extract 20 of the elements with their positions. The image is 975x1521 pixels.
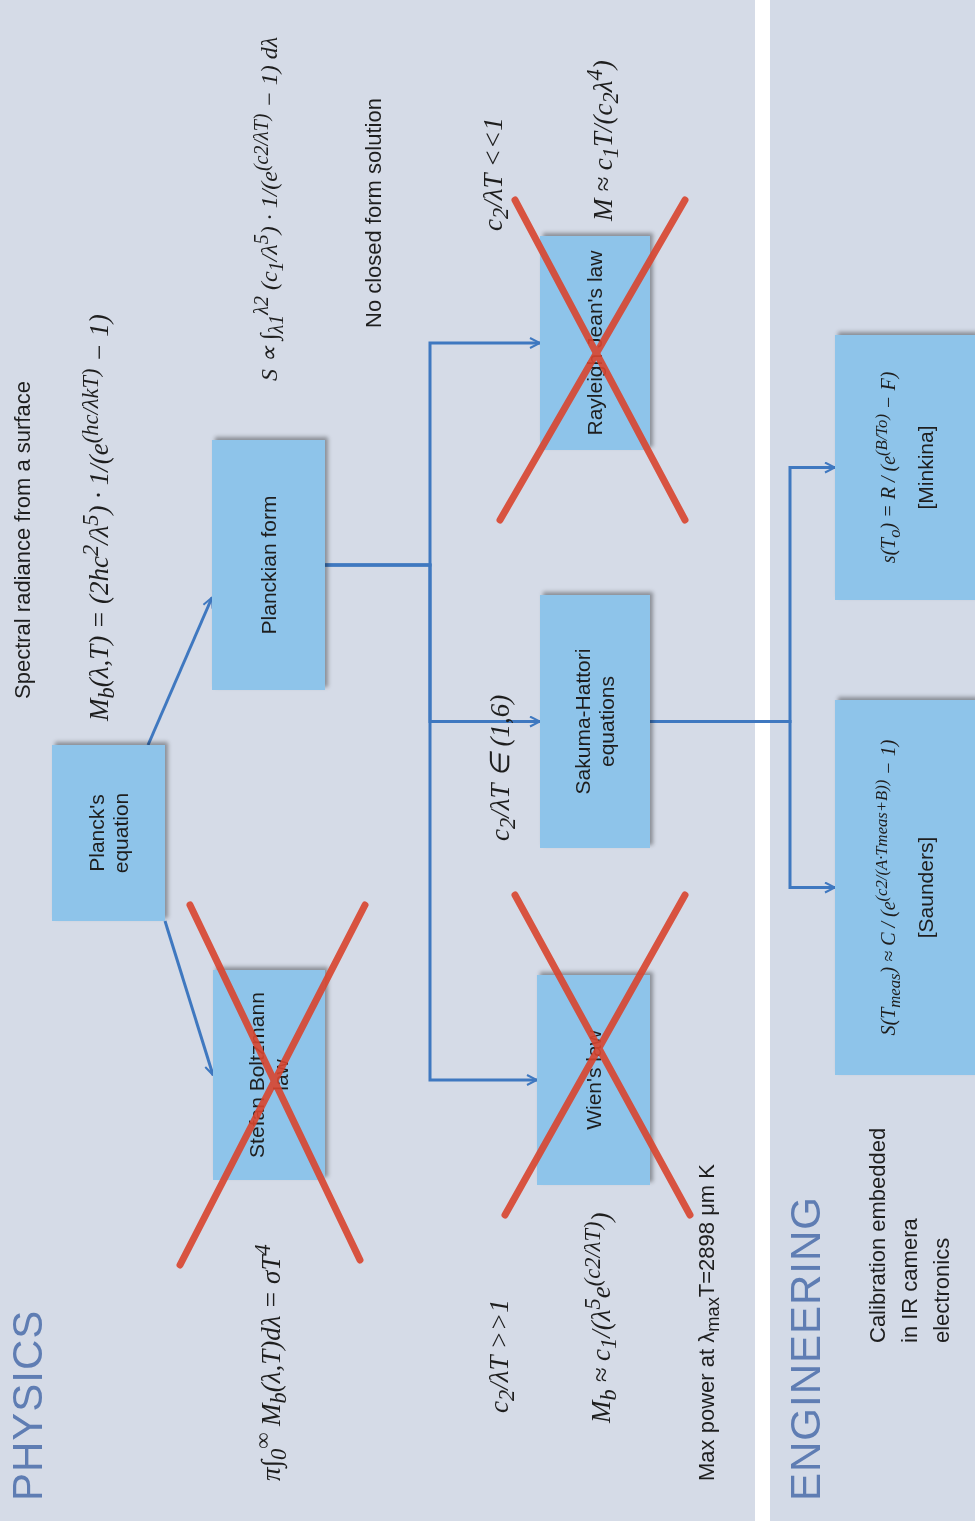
box-label: Wien's law: [581, 1030, 606, 1130]
citation: [Saunders]: [914, 836, 939, 939]
process-box: [835, 700, 975, 1075]
section-title: ENGINEERING: [782, 1195, 830, 1501]
note-text: Calibration embedded in IR camera electronics: [864, 1126, 955, 1343]
box-label: Planck's equation: [84, 791, 133, 876]
process-box: [835, 335, 975, 600]
box-label: Planckian form: [256, 495, 281, 635]
note-text: No closed form solution: [361, 98, 387, 328]
section-title: PHYSICS: [4, 1309, 52, 1501]
box-label: Stefan Boltzmann law: [245, 991, 293, 1160]
process-box: [540, 595, 650, 848]
caption: Spectral radiance from a surface: [10, 381, 36, 699]
citation: [Minkina]: [914, 425, 939, 510]
process-box: [52, 745, 165, 921]
process-box: [212, 440, 325, 690]
arrow: [325, 337, 541, 567]
box-label: Sakuma-Hattori equations: [571, 647, 619, 797]
box-label: Rayleigh Jean's law: [583, 250, 607, 436]
arrow: [146, 596, 214, 746]
